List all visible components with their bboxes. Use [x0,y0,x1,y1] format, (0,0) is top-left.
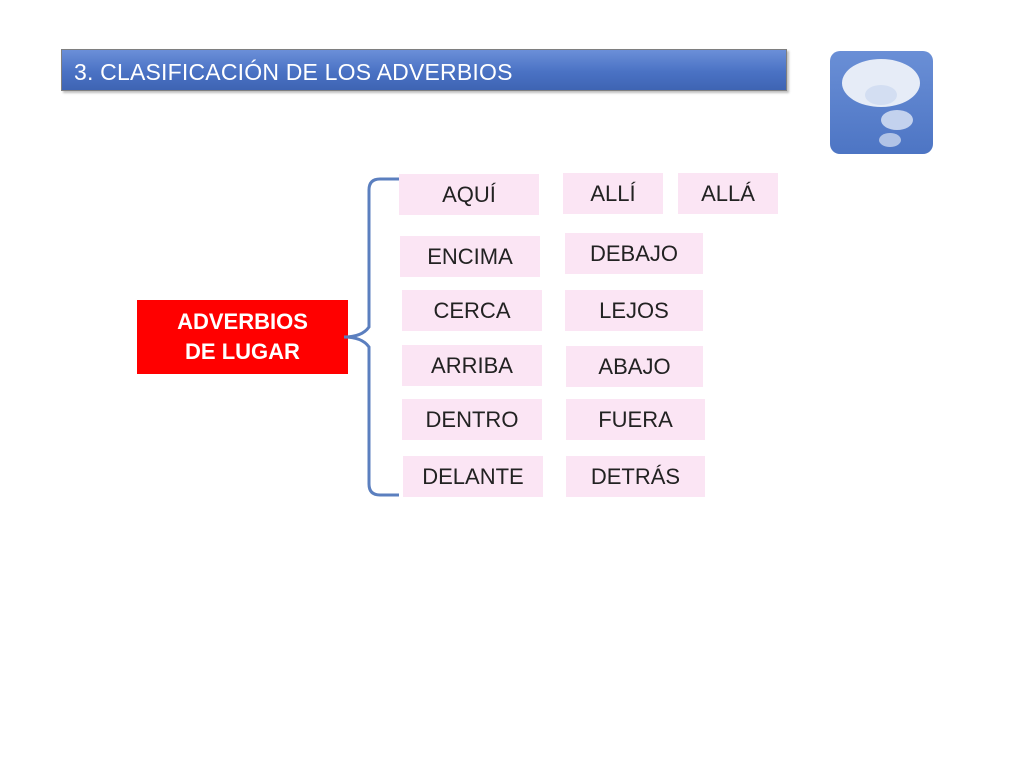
adverb-cerca: CERCA [402,290,542,331]
slide-title: 3. CLASIFICACIÓN DE LOS ADVERBIOS [74,59,513,85]
thought-bubble-icon [830,51,933,154]
bracket-connector [344,177,399,497]
adverb-encima: ENCIMA [400,236,540,277]
adverb-lejos: LEJOS [565,290,703,331]
category-line-1: ADVERBIOS [177,309,308,334]
adverb-debajo: DEBAJO [565,233,703,274]
adverb-fuera: FUERA [566,399,705,440]
adverb-detras: DETRÁS [566,456,705,497]
adverb-alla: ALLÁ [678,173,778,214]
adverb-alli: ALLÍ [563,173,663,214]
adverb-abajo: ABAJO [566,346,703,387]
adverb-delante: DELANTE [403,456,543,497]
title-bar: 3. CLASIFICACIÓN DE LOS ADVERBIOS [61,49,787,91]
adverb-dentro: DENTRO [402,399,542,440]
adverb-aqui: AQUÍ [399,174,539,215]
category-line-2: DE LUGAR [185,339,300,364]
adverb-arriba: ARRIBA [402,345,542,386]
category-box-adverbios-de-lugar: ADVERBIOS DE LUGAR [137,300,348,374]
